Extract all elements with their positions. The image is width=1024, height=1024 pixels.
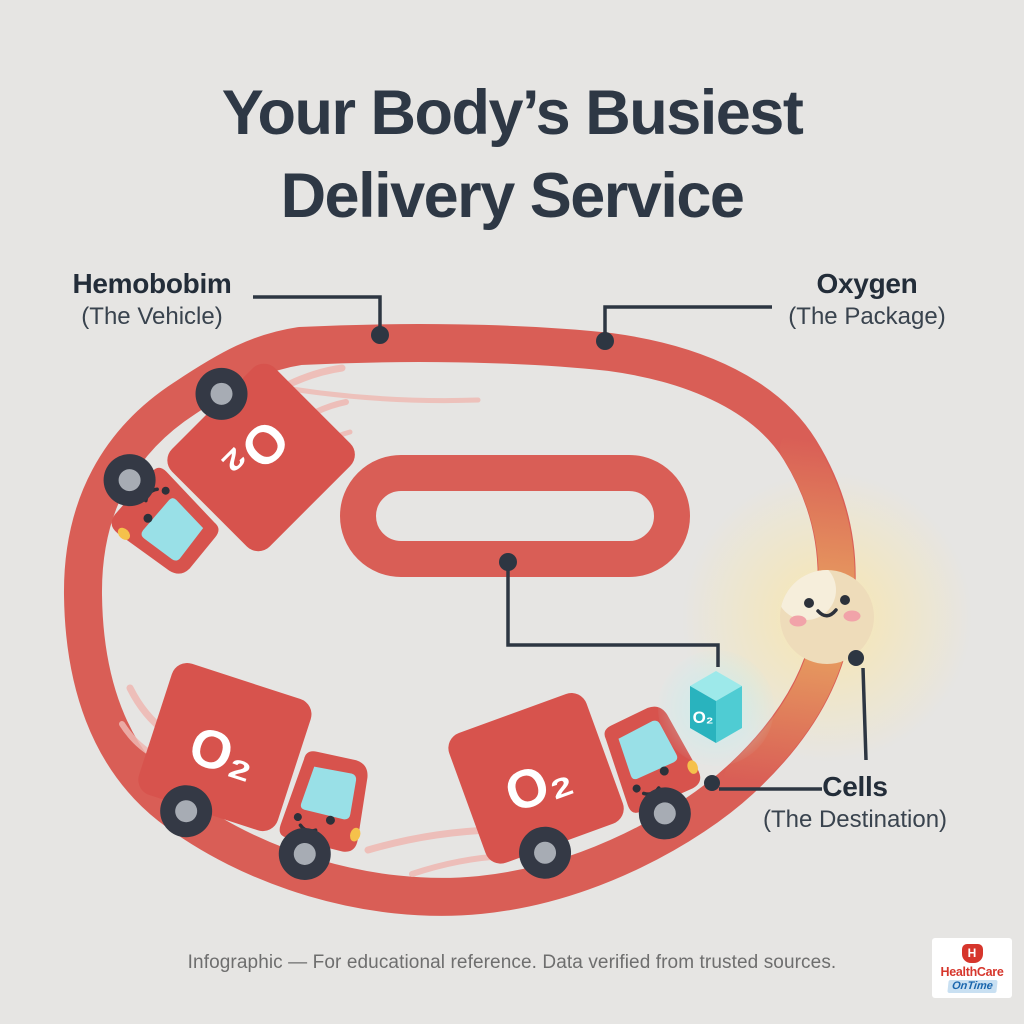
oxygen-role: (The Package) xyxy=(788,303,946,330)
hemoglobin-truck-bottom-left: O₂ xyxy=(138,663,368,880)
truck-windshield xyxy=(141,498,204,561)
cell-eye-right xyxy=(840,595,850,605)
connector-oxygen-cube xyxy=(506,566,720,667)
truck-headlight xyxy=(117,527,131,540)
callout-dots xyxy=(371,326,864,791)
title-line-1: Your Body’s Busiest xyxy=(221,78,804,148)
cells-role: (The Destination) xyxy=(762,806,948,833)
callout-hemoglobin: Hemobobim (The Vehicle) xyxy=(32,268,272,331)
truck-headlight xyxy=(687,760,698,774)
truck-wheels xyxy=(519,787,691,879)
blood-vessel-loop xyxy=(63,324,856,916)
connector-cells-vertical xyxy=(861,667,868,761)
truck-eye2-icon xyxy=(325,815,335,825)
truck-windshield xyxy=(618,720,678,780)
hemoglobin-truck-top-left: O₂ xyxy=(103,363,355,574)
connector-oxygen xyxy=(603,305,772,336)
hemoglobin-label: Hemobobim xyxy=(72,268,232,299)
cell-cheek-right xyxy=(843,610,861,622)
cell-smile xyxy=(816,608,838,618)
dot-hemoglobin xyxy=(371,326,389,344)
callout-oxygen: Oxygen (The Package) xyxy=(747,268,987,331)
truck-windshield xyxy=(300,766,357,820)
cube-left-face xyxy=(690,686,716,743)
dot-cells-track xyxy=(704,775,720,791)
title-line-2: Delivery Service xyxy=(280,161,745,231)
truck-eye-icon xyxy=(293,813,302,822)
truck-wheels xyxy=(160,785,331,880)
connector-hemoglobin xyxy=(253,295,382,330)
dot-oxygen xyxy=(596,332,614,350)
truck-eye2-icon xyxy=(659,766,669,776)
callout-connectors xyxy=(253,295,868,791)
inner-vessel-loop xyxy=(340,455,690,577)
cell-cheek-left xyxy=(789,615,807,627)
cells-label: Cells xyxy=(822,771,888,802)
footer-disclaimer: Infographic — For educational reference.… xyxy=(187,952,837,973)
healthcare-ontime-logo: H HealthCare OnTime xyxy=(932,938,1012,998)
dot-inner-loop xyxy=(499,553,517,571)
logo-tagline: OnTime xyxy=(946,979,998,993)
truck-cargo-box xyxy=(448,693,624,864)
truck-eye2-icon xyxy=(143,513,153,523)
page-title: Your Body’s Busiest Delivery Service xyxy=(0,72,1024,238)
hemoglobin-role: (The Vehicle) xyxy=(81,303,223,330)
truck-wheels xyxy=(103,367,248,507)
oxygen-label: Oxygen xyxy=(816,268,918,299)
logo-name: HealthCare xyxy=(940,964,1004,979)
truck-eye-icon xyxy=(632,784,641,793)
logo-h-icon: H xyxy=(961,943,983,963)
cube-right-face xyxy=(716,686,742,743)
cube-label: O₂ xyxy=(693,708,714,727)
cell-eye-left xyxy=(804,598,814,608)
dot-cell xyxy=(848,650,864,666)
oxygen-cube-icon: O₂ xyxy=(690,671,742,743)
truck-headlight xyxy=(349,827,361,842)
callout-cells: Cells (The Destination) xyxy=(735,771,975,834)
truck-eye-icon xyxy=(161,486,170,495)
